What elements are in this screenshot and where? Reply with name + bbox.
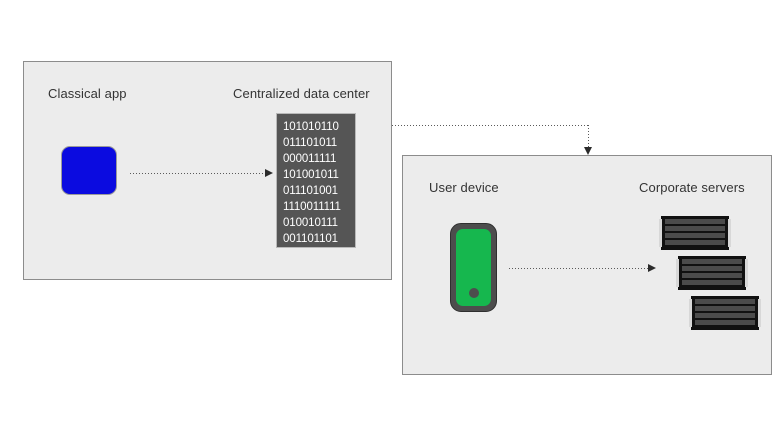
rack-slat [695,313,755,318]
arrow-head-device-to-servers-icon [648,264,656,272]
server-rack-icon [659,216,731,250]
rack-slat [682,259,742,264]
rack-slat [682,266,742,271]
connector-horizontal-segment [392,125,589,126]
rack-slat [682,273,742,278]
server-rack-icon [689,296,761,330]
label-user-device: User device [429,180,499,195]
rack-slat [695,320,755,325]
panel-classical-architecture: Classical app Centralized data center 10… [23,61,392,280]
binary-row: 011101001 [283,185,338,197]
rack-slat [665,240,725,245]
binary-row: 010010111 [283,217,338,229]
label-classical-app: Classical app [48,86,127,101]
arrow-device-to-servers [509,268,649,269]
binary-row: 1110011111 [283,201,341,213]
binary-row: 101001011 [283,169,339,181]
rack-slat [665,233,725,238]
connector-arrow-head-icon [584,147,592,155]
rack-slat [695,299,755,304]
mobile-phone-icon [450,223,497,312]
label-corporate-servers: Corporate servers [639,180,745,195]
rack-slat [695,306,755,311]
rack-slat [665,226,725,231]
server-rack-icon [676,256,748,290]
label-centralized-data-center: Centralized data center [233,86,370,101]
rack-slat [665,219,725,224]
arrow-head-app-to-data-center-icon [265,169,273,177]
phone-screen [456,229,491,306]
rack-slat [682,280,742,285]
binary-data-block-icon: 101010110 011101011 000011111 101001011 … [276,113,356,248]
binary-row: 001101101 [283,233,338,245]
binary-row: 101010110 [283,121,339,133]
binary-row: 000011111 [283,153,337,165]
arrow-app-to-data-center [130,173,266,174]
phone-home-button-icon [468,288,479,298]
app-block-icon [61,146,117,195]
panel-corporate-architecture: User device Corporate servers [402,155,772,375]
binary-row: 011101011 [283,137,338,149]
connector-vertical-segment [588,125,589,149]
